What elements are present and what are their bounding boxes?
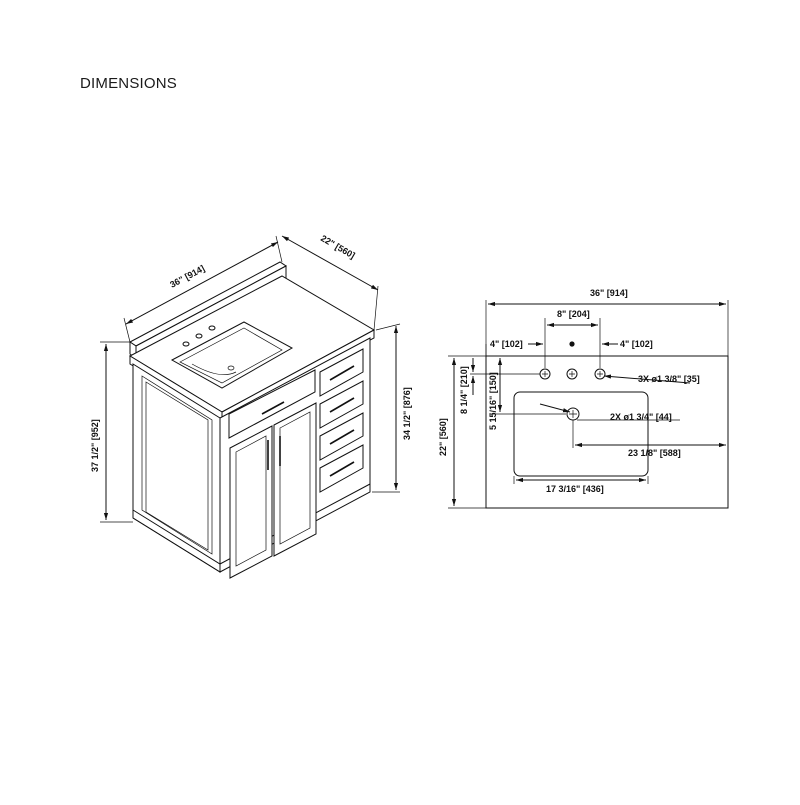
drain-offset-dimension: 23 1/8" [588] [572, 420, 726, 458]
drain-holes-label: 2X ø1 3/4" [44] [610, 412, 672, 422]
sink-width-label: 17 3/16" [436] [546, 484, 604, 494]
faucet-depth-label: 8 1/4" [210] [459, 366, 469, 414]
right-offset-label: 4" [102] [620, 339, 653, 349]
faucet-holes [182, 325, 216, 347]
countertop-top-view: 36" [914] 8" [204] 4" [102] 4" [102] [438, 288, 729, 509]
faucet-hole-marks [539, 341, 606, 380]
left-offset-label: 4" [102] [490, 339, 523, 349]
faucet-spread-dimension: 8" [204] [544, 309, 601, 368]
page-title: DIMENSIONS [80, 75, 178, 92]
countertop-outline [485, 355, 729, 509]
depth-label: 22" [560] [319, 233, 357, 261]
drain-offset-label: 23 1/8" [588] [628, 448, 681, 458]
drain-depth-dimension: 5 15/16" [150] [488, 358, 566, 430]
top-depth-label: 22" [560] [438, 418, 448, 456]
overall-height-dimension: 37 1/2" [952] [90, 341, 133, 523]
right-offset-dimension: 4" [102] [602, 339, 653, 349]
top-width-label: 36" [914] [590, 288, 628, 298]
vanity-isometric-view: 36" [914] 22" [560] 37 1/2" [952] 34 1/2… [90, 233, 412, 579]
left-door [229, 425, 273, 579]
top-depth-dimension: 22" [560] [438, 355, 486, 509]
drain-mark [566, 407, 580, 421]
faucet-holes-callout: 3X ø1 3/8" [35] [603, 374, 700, 384]
cabinet-front [228, 348, 364, 579]
faucet-spread-label: 8" [204] [557, 309, 590, 319]
left-offset-dimension: 4" [102] [485, 339, 543, 356]
faucet-depth-dimension: 8 1/4" [210] [459, 358, 540, 414]
cabinet-height-label: 34 1/2" [876] [402, 387, 412, 440]
right-door [273, 402, 317, 557]
sink-width-dimension: 17 3/16" [436] [513, 476, 649, 494]
faucet-holes-label: 3X ø1 3/8" [35] [638, 374, 700, 384]
top-drawer [228, 369, 316, 439]
cabinet-height-dimension: 34 1/2" [876] [372, 323, 412, 493]
drain-holes-callout: 2X ø1 3/4" [44] [539, 403, 680, 422]
sink-outline [513, 391, 649, 477]
sink-basin [170, 321, 294, 389]
width-label: 36" [914] [168, 263, 206, 290]
drain-depth-label: 5 15/16" [150] [488, 372, 498, 430]
overall-height-label: 37 1/2" [952] [90, 419, 100, 472]
